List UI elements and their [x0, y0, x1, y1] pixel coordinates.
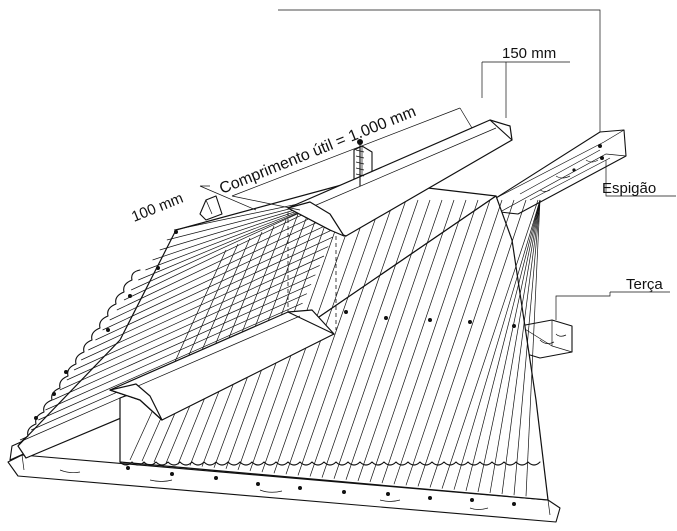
screw-icon	[342, 490, 346, 494]
fixing-screw	[355, 139, 365, 187]
corrugation-line	[525, 199, 541, 497]
corrugation-line	[59, 274, 316, 391]
ridge-cap-upper	[287, 119, 513, 237]
corrugation-line	[465, 199, 541, 491]
corrugation-line	[441, 199, 539, 489]
screw-icon	[256, 482, 260, 486]
screw-icon	[156, 266, 160, 270]
label-overlap-150: 150 mm	[502, 45, 556, 62]
screw-icon	[384, 316, 388, 320]
corrugation-line	[333, 199, 431, 479]
corrugation-line	[393, 199, 491, 485]
corrugation-line	[513, 199, 541, 496]
label-terca: Terça	[626, 276, 663, 293]
corrugation-line	[80, 246, 329, 361]
screw-icon	[468, 320, 472, 324]
screw-icon	[298, 486, 302, 490]
corrugation-line	[489, 199, 541, 494]
screw-icon	[106, 328, 110, 332]
screw-icon	[174, 230, 178, 234]
corrugation-line	[381, 199, 479, 484]
corrugation-line	[417, 199, 515, 487]
screw-icon	[52, 392, 56, 396]
label-espigao: Espigão	[602, 180, 656, 197]
corrugation-line	[102, 217, 342, 331]
screw-icon	[386, 492, 390, 496]
corrugation-line	[369, 199, 467, 483]
corrugation-line	[405, 199, 503, 486]
corrugation-line	[321, 199, 419, 478]
corrugation-line	[345, 199, 443, 480]
corrugation-line	[453, 199, 541, 490]
screw-icon	[428, 496, 432, 500]
corrugation-line	[141, 243, 239, 462]
screw-icon	[34, 416, 38, 420]
corrugation-line	[109, 208, 346, 321]
corrugation-line	[52, 283, 312, 401]
screw-icon	[128, 294, 132, 298]
screw-icon	[214, 476, 218, 480]
overlap-guide-lines	[287, 212, 337, 330]
corrugation-line	[129, 249, 227, 461]
corrugation-line	[309, 199, 407, 477]
corrugation-line	[66, 265, 320, 381]
screw-icon	[170, 472, 174, 476]
screw-icon	[428, 318, 432, 322]
screw-icon	[344, 310, 348, 314]
corrugation-line	[429, 199, 527, 488]
corrugation-line	[285, 199, 383, 475]
corrugation-line	[73, 255, 325, 371]
screw-icon	[512, 502, 516, 506]
label-overlap-100: 100 mm	[129, 190, 186, 226]
corrugation-line	[297, 199, 395, 476]
screw-icon	[126, 466, 130, 470]
corrugation-line	[357, 199, 455, 482]
dimension-lines	[199, 9, 676, 320]
corrugation-line	[45, 293, 307, 411]
corrugation-line	[501, 199, 541, 495]
corrugation-line	[477, 199, 541, 492]
screw-icon	[512, 324, 516, 328]
screw-icon	[470, 498, 474, 502]
corrugation-line	[95, 227, 338, 341]
corrugation-line	[38, 302, 303, 421]
hip-beam-espigao	[495, 129, 627, 215]
left-bracket	[199, 195, 223, 221]
corrugation-line	[88, 236, 333, 351]
screw-icon	[64, 370, 68, 374]
